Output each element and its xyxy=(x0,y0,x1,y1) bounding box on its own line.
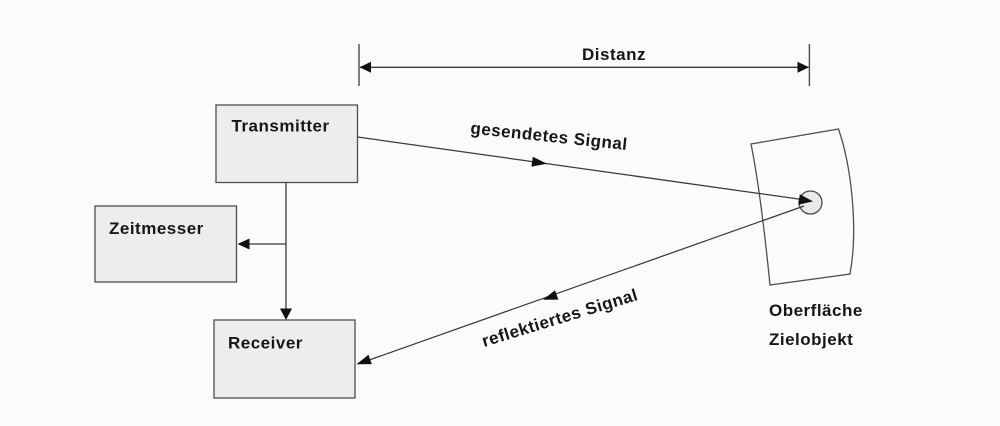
svg-text:Receiver: Receiver xyxy=(228,334,303,353)
svg-text:Distanz: Distanz xyxy=(582,45,646,64)
svg-text:Zeitmesser: Zeitmesser xyxy=(109,219,204,238)
svg-text:Oberfläche: Oberfläche xyxy=(769,301,863,320)
svg-text:Zielobjekt: Zielobjekt xyxy=(769,330,853,349)
svg-text:Transmitter: Transmitter xyxy=(232,117,330,136)
